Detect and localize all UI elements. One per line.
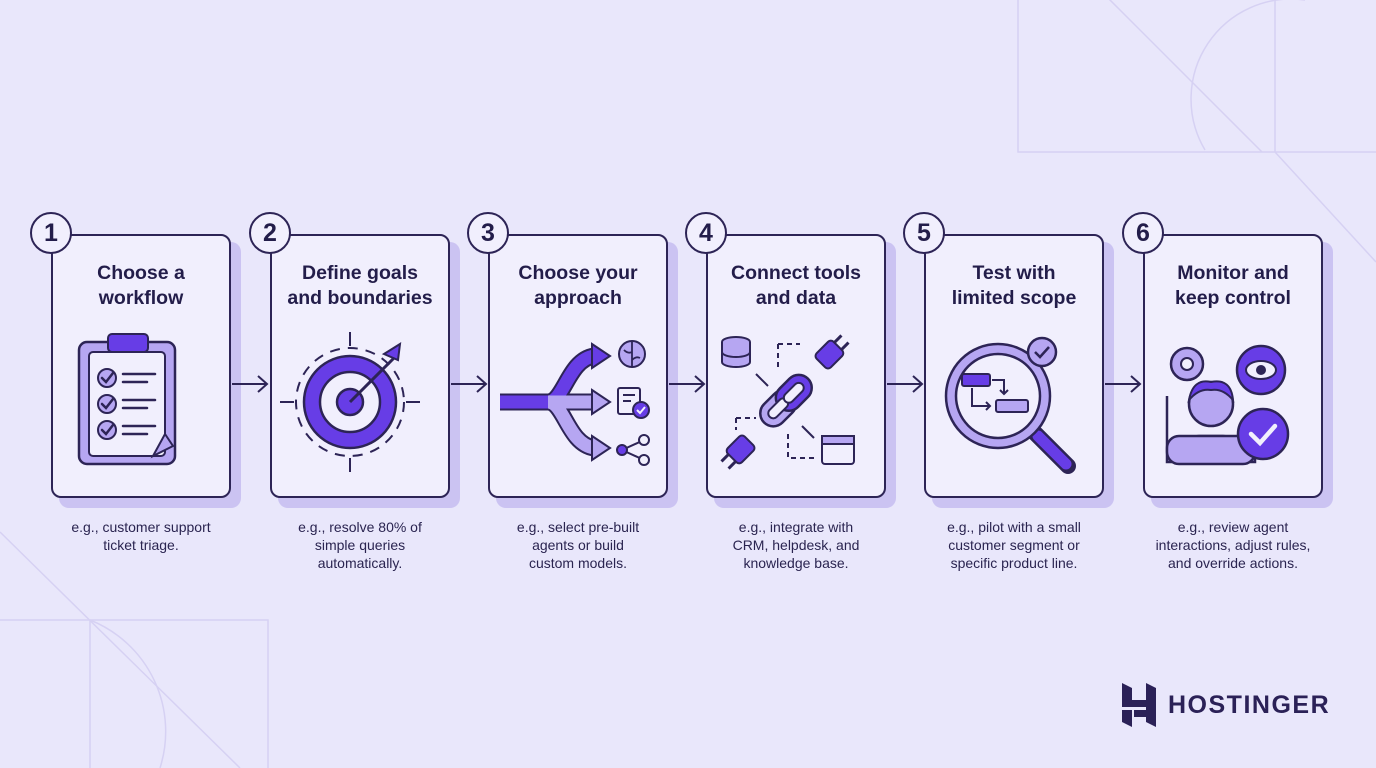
step-description-line: automatically. [317, 555, 403, 571]
step-description-line: agents or build [532, 537, 624, 553]
branching-arrows-icon [500, 340, 650, 466]
step-description: e.g., select pre-built agents or build cus… [478, 518, 678, 572]
step-description-line: customer segment or [948, 537, 1080, 553]
step-description-line: knowledge base. [743, 555, 849, 571]
step-title: Connect tools and data [706, 261, 886, 311]
brand-name: HOSTINGER [1168, 690, 1331, 719]
step-title-line: workflow [98, 287, 184, 309]
step-title-line: limited scope [951, 287, 1077, 309]
step-title-line: Define goals [302, 262, 418, 284]
step-number-badge: 2 [249, 212, 291, 254]
step-title-line: and data [755, 287, 837, 309]
step-description: e.g., review agent interactions, adjust r… [1133, 518, 1333, 572]
step-description: e.g., customer support ticket triage. [41, 518, 241, 554]
step-title-line: Choose a [97, 262, 185, 284]
step-title-line: Choose your [518, 262, 638, 284]
step-description-line: e.g., review agent [1177, 519, 1289, 535]
target-dart-icon [280, 332, 420, 472]
step-title-line: Connect tools [731, 262, 861, 284]
step-title-line: Monitor and [1177, 262, 1289, 284]
step-description: e.g., pilot with a small customer segment… [914, 518, 1114, 572]
step-description-line: ticket triage. [103, 537, 179, 553]
step-card [270, 234, 450, 498]
step-title: Test with limited scope [924, 261, 1104, 311]
step-description-line: CRM, helpdesk, and [732, 537, 860, 553]
step-number-badge: 5 [903, 212, 945, 254]
step-description-line: specific product line. [950, 555, 1078, 571]
step-description: e.g., resolve 80% of simple queries automa… [260, 518, 460, 572]
hostinger-mark-icon [1122, 683, 1156, 727]
step-number-badge: 1 [30, 212, 72, 254]
step-number-badge: 3 [467, 212, 509, 254]
step-title: Choose a workflow [51, 261, 231, 311]
step-description-line: custom models. [528, 555, 628, 571]
arrow-right-icon [232, 375, 269, 393]
step-description-line: e.g., customer support [71, 519, 211, 535]
step-title-line: approach [534, 287, 622, 309]
step-description-line: interactions, adjust rules, [1155, 537, 1311, 553]
step-title-line: and boundaries [287, 287, 433, 309]
arrow-right-icon [1105, 375, 1142, 393]
chain-plug-icon [720, 334, 855, 470]
step-title: Choose your approach [488, 261, 668, 311]
step-description-line: simple queries [314, 537, 406, 553]
step-title-line: Test with [972, 262, 1056, 284]
step-title-line: keep control [1175, 287, 1291, 309]
step-description-line: e.g., select pre-built [516, 519, 640, 535]
step-title: Define goals and boundaries [270, 261, 450, 311]
step-description-line: e.g., pilot with a small [947, 519, 1081, 535]
step-description-line: e.g., integrate with [738, 519, 854, 535]
clipboard-checklist-icon [77, 333, 177, 466]
step-description-line: e.g., resolve 80% of [298, 519, 422, 535]
arrow-right-icon [887, 375, 924, 393]
arrow-right-icon [451, 375, 488, 393]
step-description-line: and override actions. [1168, 555, 1298, 571]
gear-eye-person-check-icon [1165, 344, 1290, 466]
hostinger-logo: HOSTINGER [1120, 682, 1330, 728]
arrow-right-icon [669, 375, 706, 393]
step-title: Monitor and keep control [1143, 261, 1323, 311]
magnifier-flow-icon [944, 336, 1076, 474]
step-number-badge: 4 [685, 212, 727, 254]
step-number-badge: 6 [1122, 212, 1164, 254]
